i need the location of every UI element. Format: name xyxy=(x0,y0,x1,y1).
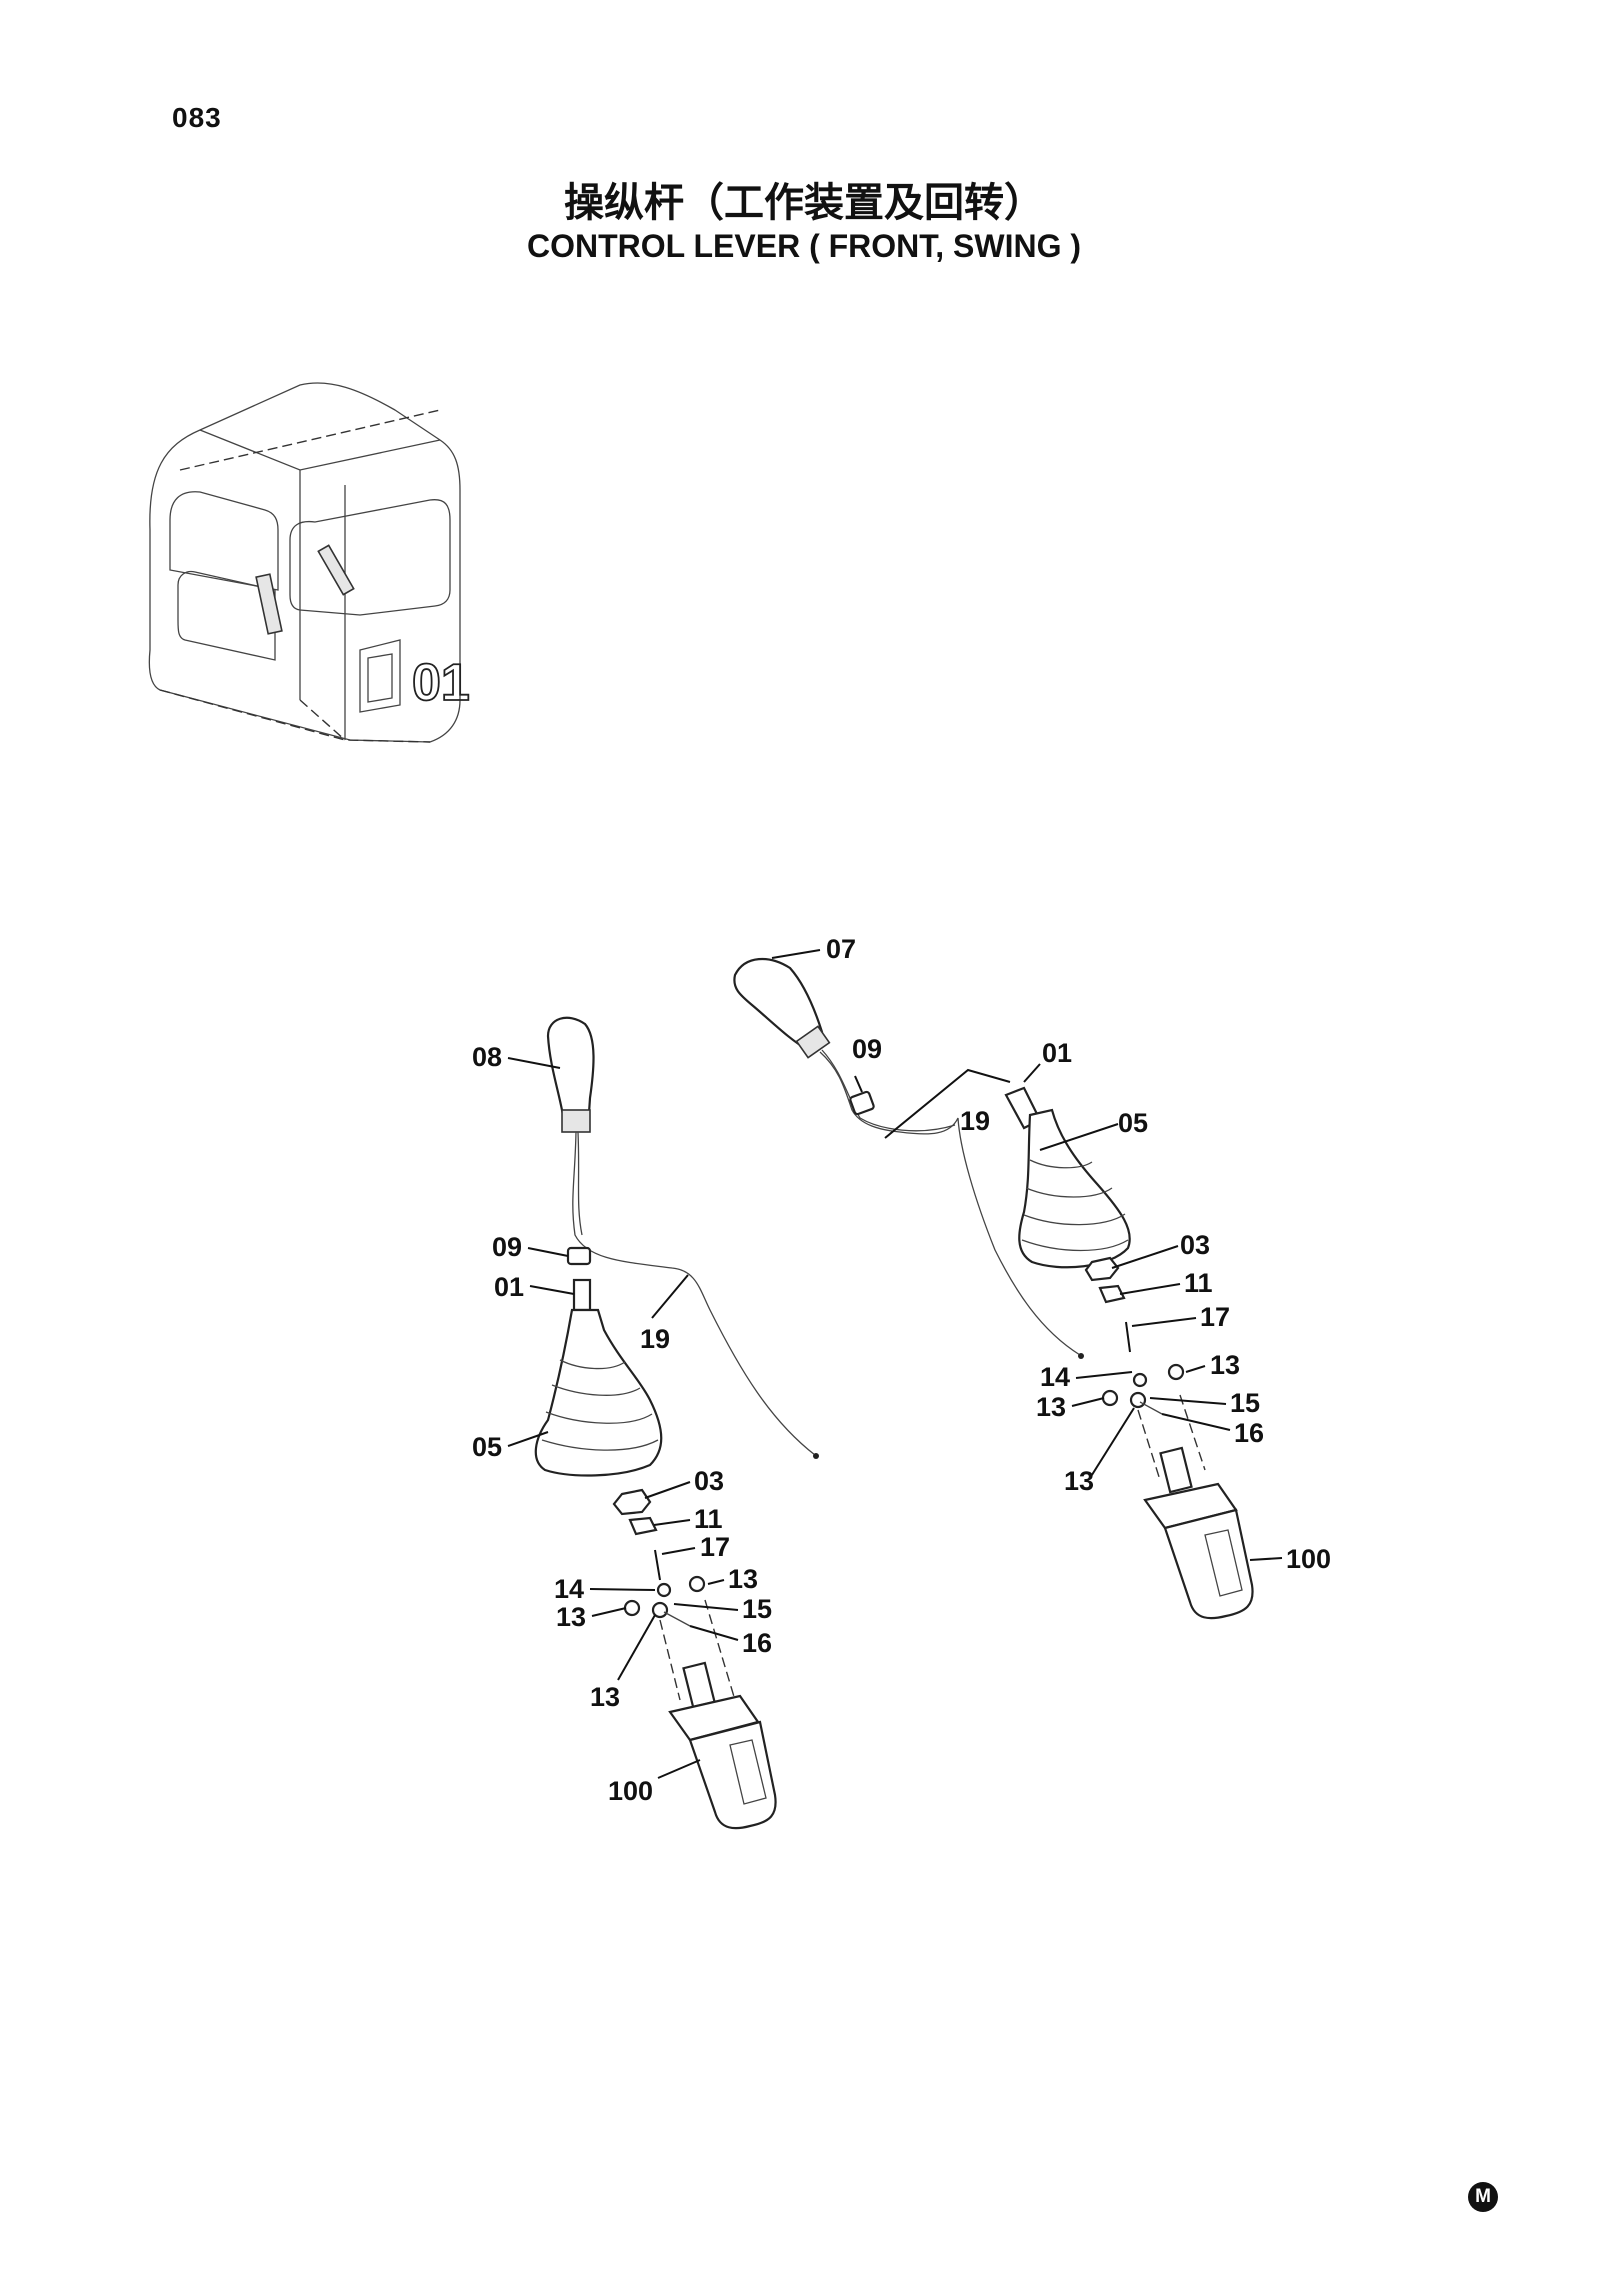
callout-label: 05 xyxy=(472,1432,502,1462)
callout-label: 100 xyxy=(608,1776,653,1806)
callout-label: 100 xyxy=(1286,1544,1331,1574)
left-callouts: 08 09 01 19 05 03 11 17 14 13 13 15 16 1… xyxy=(472,1042,772,1806)
callout-label: 03 xyxy=(1180,1230,1210,1260)
title-english: CONTROL LEVER ( FRONT, SWING ) xyxy=(526,228,1082,264)
right-callouts: 07 09 01 19 05 03 11 17 14 13 13 15 16 1… xyxy=(826,934,1331,1574)
callout-label: 01 xyxy=(494,1272,524,1302)
callout-label: 03 xyxy=(694,1466,724,1496)
corner-mark-icon: M xyxy=(1468,2182,1498,2212)
callout-label: 09 xyxy=(852,1034,882,1064)
callout-label: 05 xyxy=(1118,1108,1148,1138)
right-boot-05 xyxy=(1018,1108,1131,1269)
callout-label: 19 xyxy=(960,1106,990,1136)
callout-label: 17 xyxy=(1200,1302,1230,1332)
callout-label: 14 xyxy=(554,1574,584,1604)
left-boot-05 xyxy=(534,1308,663,1477)
callout-label: 08 xyxy=(472,1042,502,1072)
callout-label: 14 xyxy=(1040,1362,1070,1392)
right-lever-assembly xyxy=(733,957,1254,1620)
callout-label: 16 xyxy=(742,1628,772,1658)
left-grip-08 xyxy=(546,1016,595,1130)
callout-label: 15 xyxy=(742,1594,772,1624)
callout-label: 11 xyxy=(694,1504,723,1534)
left-lever-assembly xyxy=(534,1016,819,1830)
callout-label: 01 xyxy=(1042,1038,1072,1068)
callout-label: 13 xyxy=(1210,1350,1240,1380)
callout-label: 09 xyxy=(492,1232,522,1262)
leader-lines xyxy=(507,949,1283,1779)
cab-illustration: 01 xyxy=(148,382,471,743)
callout-label: 19 xyxy=(640,1324,670,1354)
callout-label: 13 xyxy=(1064,1466,1094,1496)
callout-label: 11 xyxy=(1184,1268,1213,1298)
callout-label: 07 xyxy=(826,934,856,964)
callout-label: 13 xyxy=(590,1682,620,1712)
callout-label: 13 xyxy=(556,1602,586,1632)
callout-label: 15 xyxy=(1230,1388,1260,1418)
cab-tag: 01 xyxy=(412,654,470,712)
page-number: 083 xyxy=(172,102,222,133)
callout-label: 17 xyxy=(700,1532,730,1562)
callout-label: 16 xyxy=(1234,1418,1264,1448)
callout-label: 13 xyxy=(1036,1392,1066,1422)
title-chinese: 操纵杆（工作装置及回转） xyxy=(564,180,1044,226)
callout-label: 13 xyxy=(728,1564,758,1594)
